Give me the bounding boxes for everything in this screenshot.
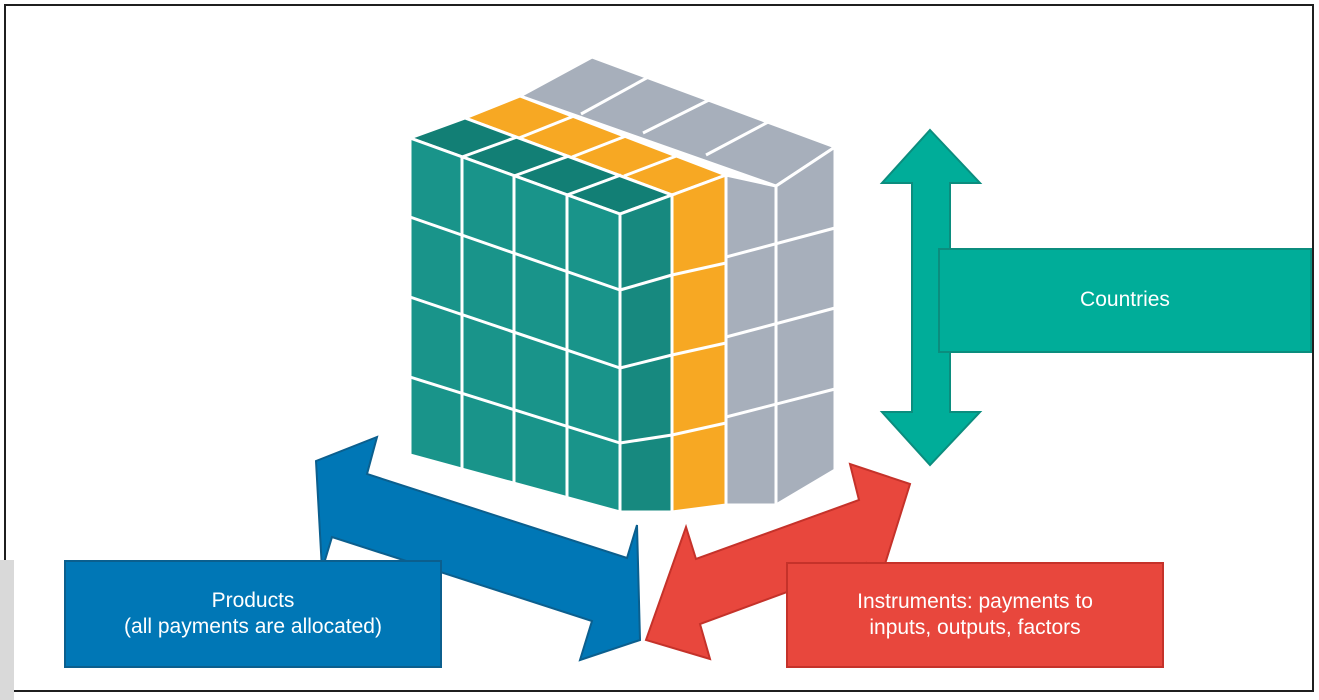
grey-cubes: [516, 55, 839, 507]
countries-arrow: [879, 128, 983, 467]
products-label: Products (all payments are allocated): [64, 560, 442, 668]
grey-side: [724, 144, 837, 507]
instruments-label-text: Instruments: payments to inputs, outputs…: [857, 589, 1093, 639]
teal-cubes: [405, 116, 677, 514]
teal-side: [618, 192, 674, 514]
instruments-label: Instruments: payments to inputs, outputs…: [786, 562, 1164, 668]
orange-slice: [460, 94, 731, 514]
products-arrow: [314, 435, 642, 662]
side-strip: [0, 560, 14, 700]
countries-label-text: Countries: [1080, 288, 1170, 312]
countries-label: Countries: [938, 248, 1312, 353]
products-label-text: Products (all payments are allocated): [124, 588, 382, 638]
